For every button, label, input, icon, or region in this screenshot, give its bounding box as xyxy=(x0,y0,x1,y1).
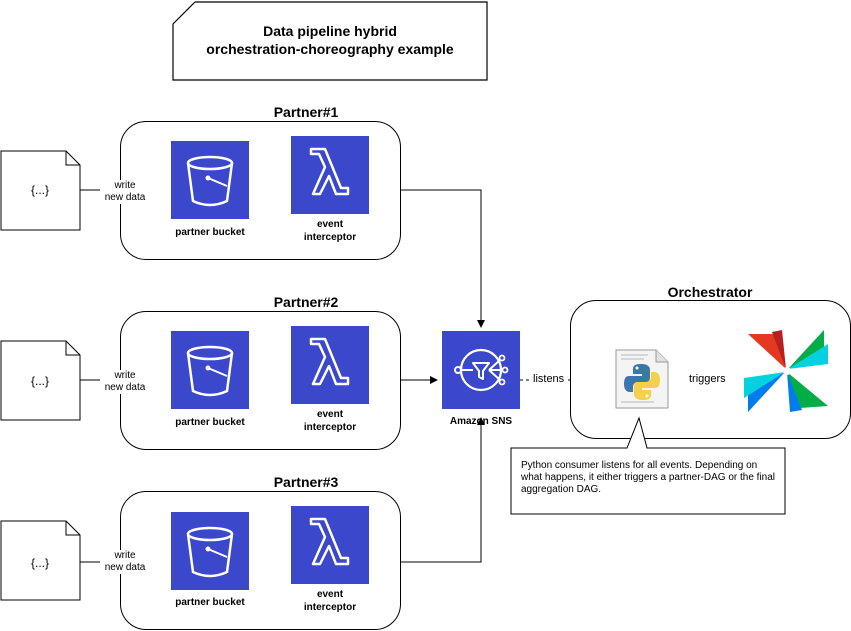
listens-label: listens xyxy=(531,373,567,385)
source-document-3 xyxy=(0,520,81,601)
partner-1-label: Partner#1 xyxy=(273,104,339,120)
note-callout-shape xyxy=(510,416,786,515)
sns-topic-icon xyxy=(454,348,509,392)
write-label-3-line1: write xyxy=(114,550,136,561)
sns-icon xyxy=(442,331,520,409)
lambda-symbol-icon xyxy=(309,147,350,196)
sns-caption: Amazon SNS xyxy=(449,416,513,427)
bucket-2-caption: partner bucket xyxy=(175,417,245,428)
triggers-label: triggers xyxy=(687,373,728,385)
write-label-1-line1: write xyxy=(114,180,136,191)
source-1-text: {...} xyxy=(30,183,50,197)
lambda-symbol-icon xyxy=(309,337,350,386)
lambda-3-caption-line1: event xyxy=(316,589,344,600)
orchestrator-label: Orchestrator xyxy=(667,284,753,300)
bucket-icon xyxy=(186,345,234,397)
s3-bucket-icon-1 xyxy=(171,141,249,219)
lambda-1-caption: event interceptor xyxy=(280,218,380,244)
lambda-icon-2 xyxy=(291,326,369,404)
lambda-2-caption-line2: interceptor xyxy=(303,422,357,433)
write-label-2: write new data xyxy=(100,370,150,394)
source-3-text: {...} xyxy=(30,556,50,570)
lambda-icon-1 xyxy=(291,136,369,214)
partner-3-label: Partner#3 xyxy=(273,474,339,490)
title-line-1: Data pipeline hybrid xyxy=(263,23,397,39)
lambda-1-caption-line2: interceptor xyxy=(303,232,357,243)
source-document-1 xyxy=(0,150,81,231)
write-label-3-line2: new data xyxy=(104,562,146,573)
write-label-3: write new data xyxy=(100,550,150,574)
s3-bucket-icon-3 xyxy=(171,512,249,590)
lambda-icon-3 xyxy=(291,506,369,584)
edge-lambda3-sns xyxy=(370,417,485,563)
lambda-3-caption: event interceptor xyxy=(280,588,380,614)
lambda-3-caption-line2: interceptor xyxy=(303,602,357,613)
partner-2-label: Partner#2 xyxy=(273,294,339,310)
source-2-text: {...} xyxy=(30,374,50,388)
python-script-icon xyxy=(615,349,669,409)
write-label-2-line2: new data xyxy=(104,382,146,393)
python-consumer-note: Python consumer listens for all events. … xyxy=(521,460,776,495)
airflow-logo-icon xyxy=(744,330,828,412)
title-line-2: orchestration-choreography example xyxy=(206,41,454,57)
bucket-3-caption: partner bucket xyxy=(175,597,245,608)
lambda-symbol-icon xyxy=(309,517,350,566)
write-label-2-line1: write xyxy=(114,370,136,381)
write-label-1-line2: new data xyxy=(104,192,146,203)
diagram-title: Data pipeline hybrid orchestration-chore… xyxy=(173,22,487,58)
edge-lambda1-sns xyxy=(370,189,485,328)
title-callout-shape xyxy=(172,1,488,81)
lambda-1-caption-line1: event xyxy=(316,219,344,230)
write-label-1: write new data xyxy=(100,180,150,204)
source-document-2 xyxy=(0,340,81,421)
bucket-1-caption: partner bucket xyxy=(175,227,245,238)
s3-bucket-icon-2 xyxy=(171,331,249,409)
bucket-icon xyxy=(186,526,234,578)
bucket-icon xyxy=(186,155,234,207)
lambda-2-caption: event interceptor xyxy=(280,408,380,434)
lambda-2-caption-line1: event xyxy=(316,409,344,420)
